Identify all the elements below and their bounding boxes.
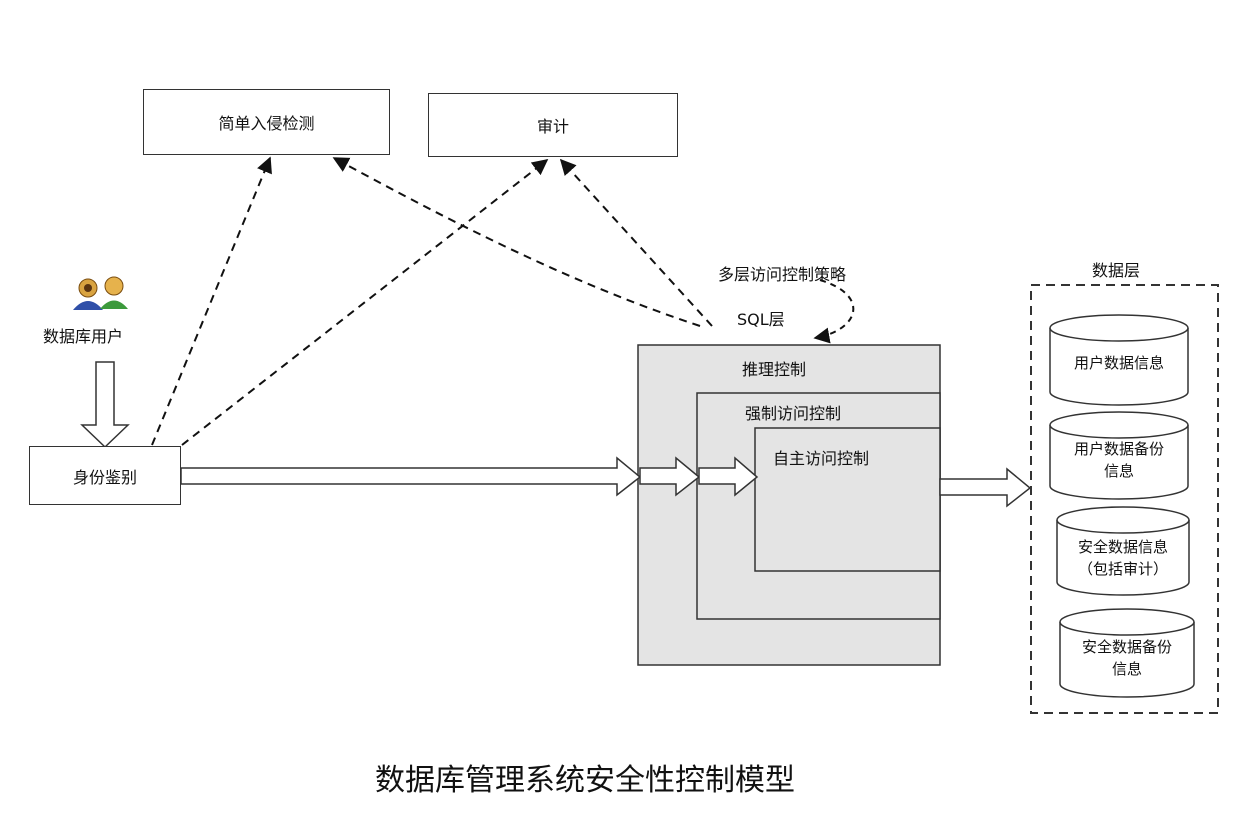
intrusion-detection-label: 简单入侵检测	[218, 114, 315, 133]
hollow-arrow-inner-1	[639, 456, 701, 497]
store-security-data-label: 安全数据信息 （包括审计）	[1077, 538, 1168, 578]
hollow-arrow-auth-to-control	[180, 456, 642, 497]
audit-box: 审计	[428, 93, 678, 157]
cylinder-security-data	[1056, 506, 1190, 596]
store-user-backup-label: 用户数据备份 信息	[1073, 440, 1164, 480]
cylinder-security-backup	[1059, 608, 1195, 698]
cylinder-user-backup	[1049, 411, 1189, 500]
mandatory-control-label: 强制访问控制	[745, 404, 842, 423]
dashed-arrow-auth-to-intrusion	[151, 156, 272, 446]
identity-auth-box: 身份鉴别	[29, 446, 181, 505]
discretionary-control-label: 自主访问控制	[773, 449, 870, 468]
hollow-arrow-control-to-data	[939, 467, 1032, 508]
diagram-caption: 数据库管理系统安全性控制模型	[375, 763, 795, 798]
intrusion-detection-box: 简单入侵检测	[143, 89, 390, 155]
identity-auth-label: 身份鉴别	[72, 467, 137, 487]
cylinder-user-data	[1049, 314, 1189, 406]
data-layer-container	[1030, 284, 1219, 714]
dashed-arrow-auth-to-audit	[181, 159, 549, 446]
inference-control-label: 推理控制	[742, 360, 807, 379]
sql-layer-label: SQL层	[737, 310, 785, 329]
hollow-arrow-inner-2	[698, 456, 759, 497]
multi-layer-strategy-label: 多层访问控制策略	[718, 265, 847, 284]
users-icon	[73, 276, 128, 310]
discretionary-control-region	[754, 427, 941, 572]
dashed-arrow-sql-to-intrusion	[332, 157, 701, 327]
dashed-arrow-strategy-to-sql	[813, 279, 855, 344]
store-security-backup-label: 安全数据备份 信息	[1081, 638, 1172, 678]
store-user-data-label: 用户数据信息	[1073, 354, 1164, 372]
hollow-arrow-user-to-auth	[80, 361, 130, 449]
dashed-arrow-sql-to-audit	[559, 158, 713, 327]
data-layer-title: 数据层	[1092, 261, 1141, 280]
db-user-label: 数据库用户	[43, 327, 124, 346]
audit-label: 审计	[536, 117, 569, 136]
